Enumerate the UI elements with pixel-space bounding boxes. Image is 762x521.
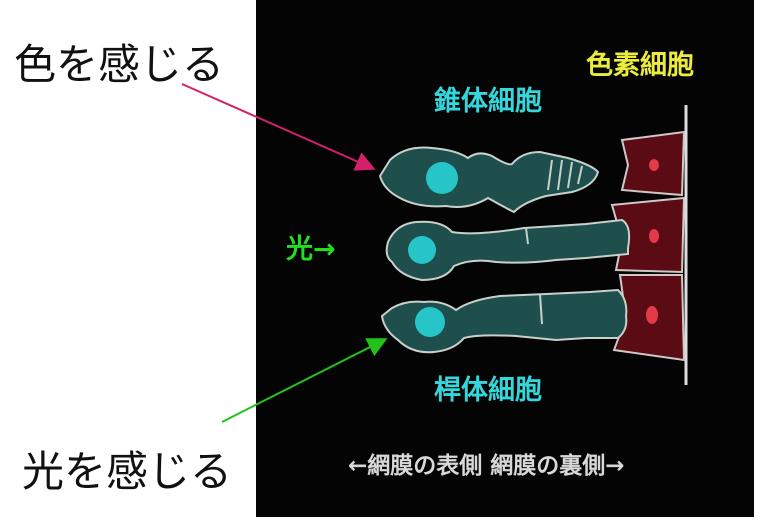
cone-outer-segment-stripes — [547, 159, 583, 191]
bottom-rod-joint — [539, 293, 543, 325]
cone-nucleus — [426, 162, 458, 194]
cone-cell — [378, 146, 600, 214]
pigment-cells — [610, 130, 686, 362]
color-sense-callout: 色を感じる — [14, 40, 225, 89]
color-callout-arrow — [181, 83, 376, 171]
light-arrow-label: 光→ — [286, 234, 336, 265]
bottom-rod-nucleus — [415, 307, 445, 337]
rod-cell-label: 桿体細胞 — [434, 375, 542, 406]
middle-rod-joint — [525, 227, 529, 245]
bottom-rod-cell — [380, 288, 628, 354]
retina-orientation-caption: ←網膜の表側 網膜の裏側→ — [348, 453, 625, 479]
pigment-nucleus-1 — [649, 159, 659, 171]
light-callout-arrow — [221, 338, 388, 423]
cone-cell-label: 錐体細胞 — [434, 86, 542, 117]
middle-rod-cell — [385, 218, 631, 282]
pigment-cell-label: 色素細胞 — [586, 50, 694, 81]
retina-diagram-panel: 色素細胞 錐体細胞 桿体細胞 光→ ←網膜の表側 網膜の裏側→ — [256, 0, 754, 517]
light-sense-callout: 光を感じる — [22, 447, 233, 496]
middle-rod-nucleus — [408, 236, 436, 264]
pigment-nucleus-3 — [646, 306, 658, 324]
pigment-nucleus-2 — [649, 229, 659, 243]
retina-cells-drawing — [378, 105, 688, 385]
